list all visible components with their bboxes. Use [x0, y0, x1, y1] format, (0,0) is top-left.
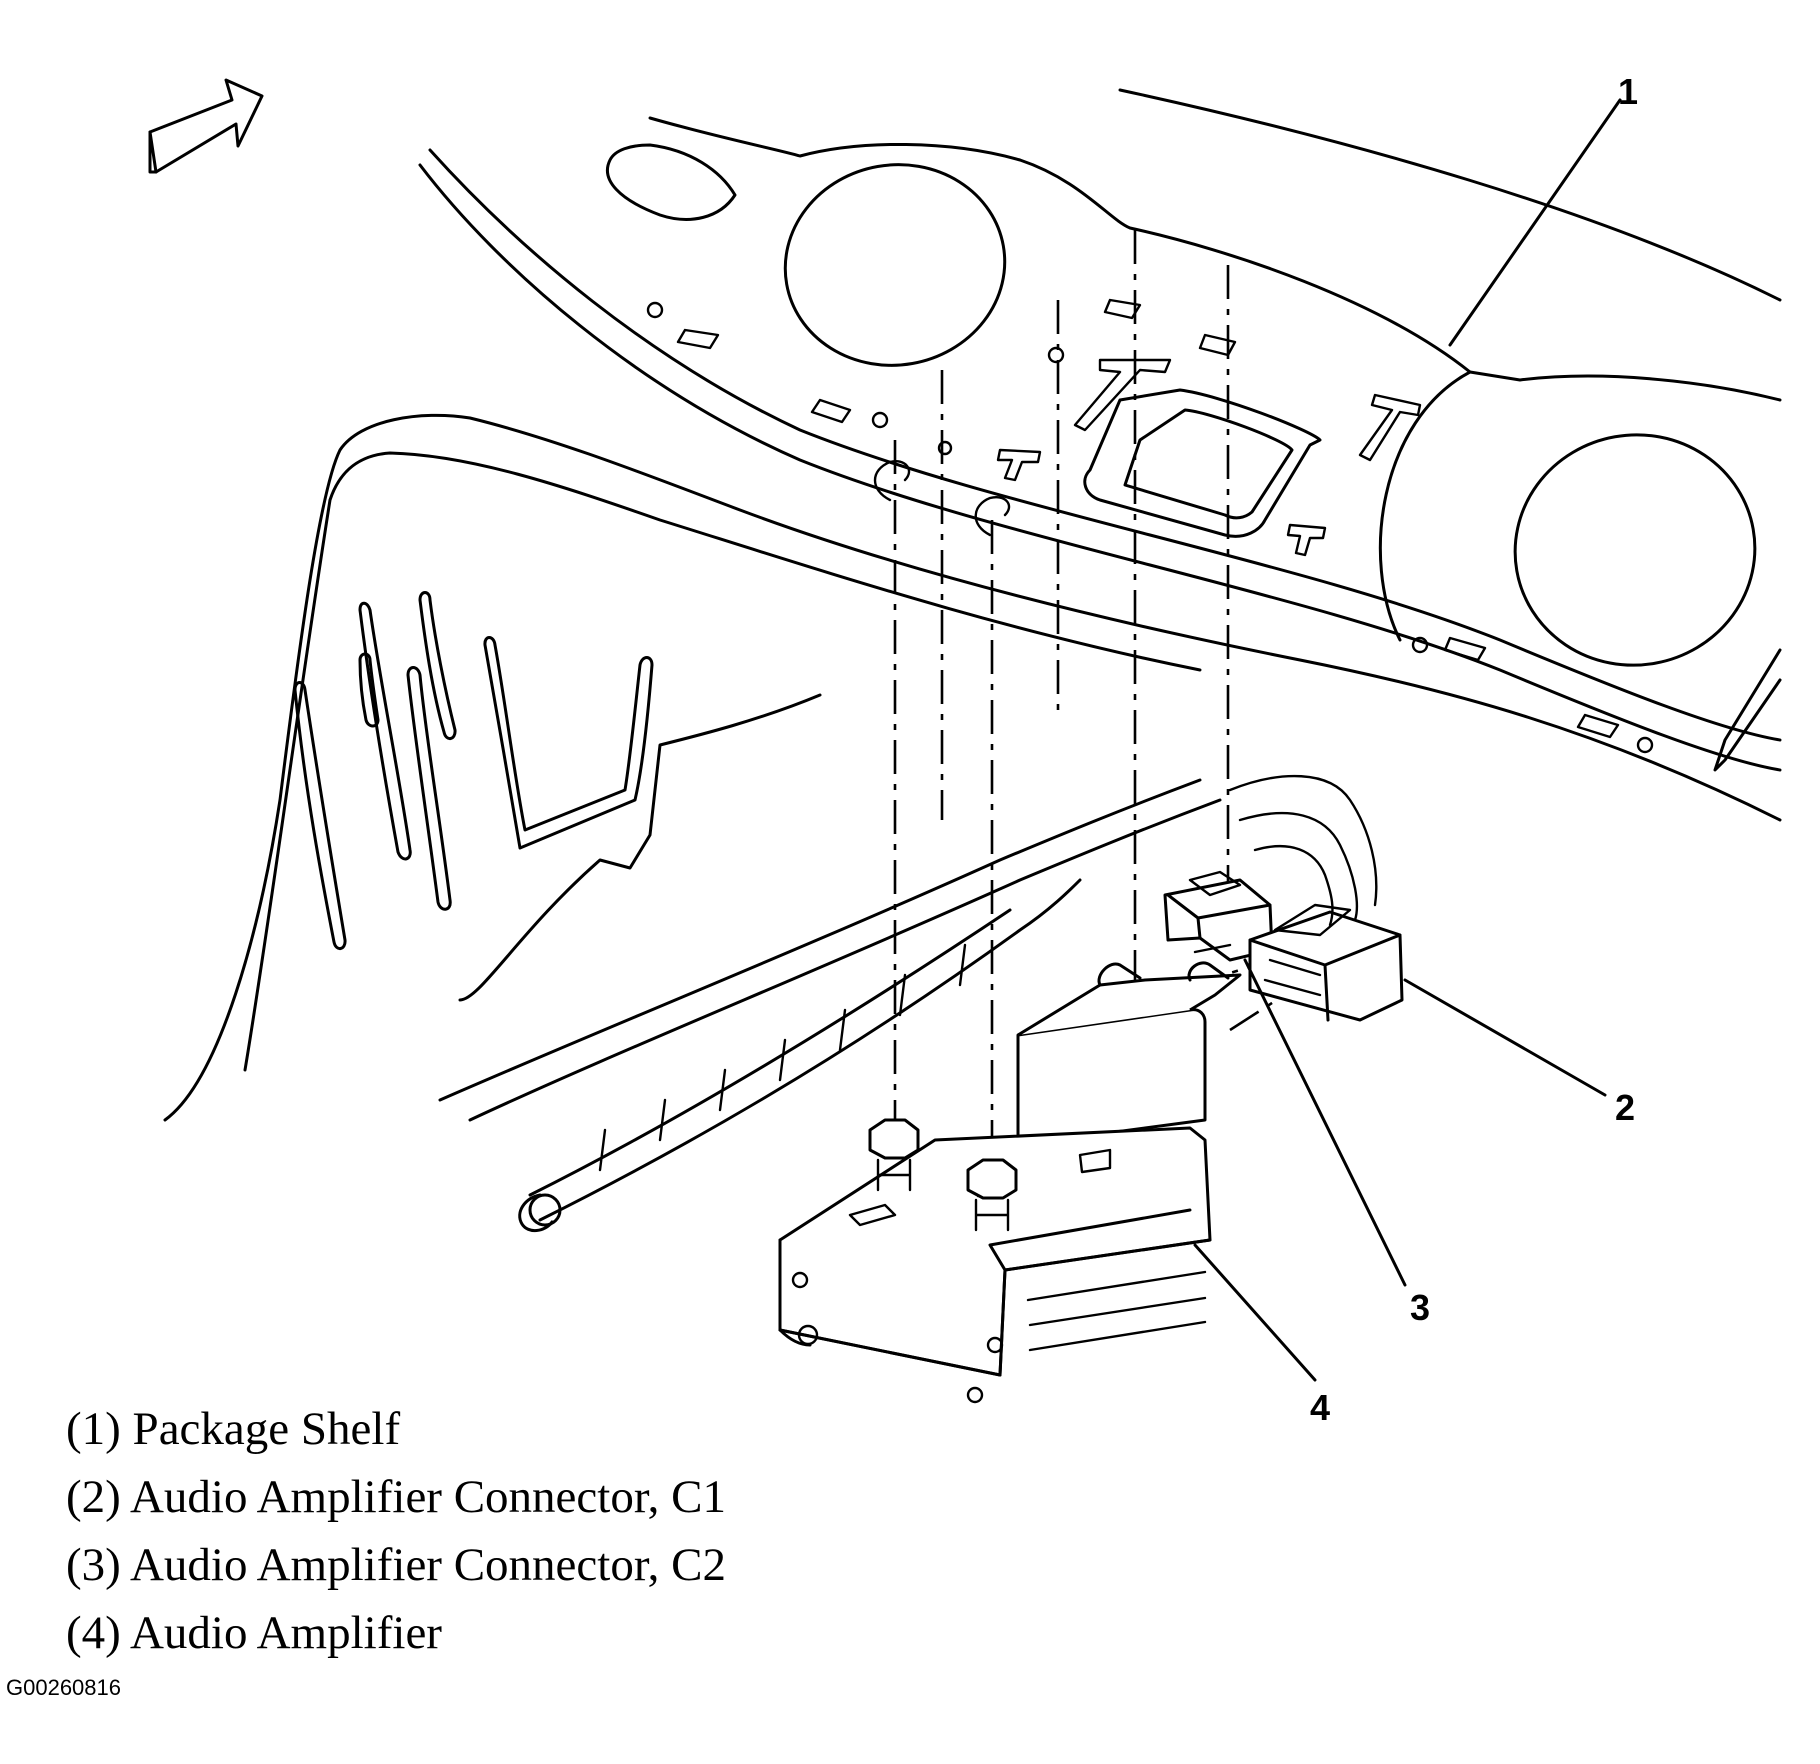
callout-legend: (1) Package Shelf (2) Audio Amplifier Co… [66, 1395, 726, 1667]
audio-amplifier [778, 961, 1242, 1404]
audio-amplifier-connector-c2 [1163, 870, 1274, 962]
amplifier-nut-left [868, 1118, 920, 1192]
rear-sill-trim [438, 778, 1222, 1232]
amplifier-nut-right [966, 1158, 1018, 1232]
wiring-harness [1228, 774, 1378, 927]
fastener-alignment-lines [893, 230, 1301, 1170]
audio-amplifier-connector-c1 [1248, 903, 1404, 1022]
front-direction-arrow-icon [148, 78, 264, 174]
rear-compartment-floor [163, 413, 1782, 1122]
figure-id: G00260816 [6, 1675, 121, 1700]
callout-leader-lines [1193, 98, 1622, 1382]
callout-number-4: 4 [1310, 1387, 1330, 1428]
package-shelf [418, 88, 1782, 772]
callout-number-1: 1 [1618, 71, 1638, 112]
legend-item-audio-amplifier: (4) Audio Amplifier [66, 1607, 442, 1659]
legend-item-connector-c1: (2) Audio Amplifier Connector, C1 [66, 1471, 726, 1523]
legend-item-package-shelf: (1) Package Shelf [66, 1403, 401, 1455]
callout-number-3: 3 [1410, 1287, 1430, 1328]
callout-number-2: 2 [1615, 1087, 1635, 1128]
legend-item-connector-c2: (3) Audio Amplifier Connector, C2 [66, 1539, 726, 1591]
